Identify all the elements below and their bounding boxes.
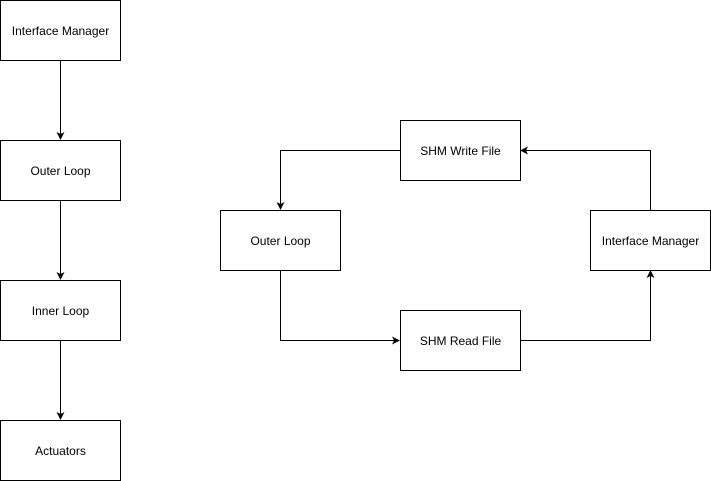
node-label: Interface Manager <box>11 23 110 38</box>
node-label: Interface Manager <box>601 233 700 248</box>
node-actuators-left[interactable]: Actuators <box>0 420 121 481</box>
node-label: SHM Read File <box>419 333 502 348</box>
edge-shm-read-to-interface <box>521 270 655 341</box>
node-label: SHM Write File <box>420 143 501 158</box>
edge-outer-to-shm-read <box>280 271 400 345</box>
node-outer-loop-right[interactable]: Outer Loop <box>220 210 341 271</box>
node-label: Outer Loop <box>30 163 91 178</box>
node-shm-read-file[interactable]: SHM Read File <box>400 310 521 371</box>
edge-shm-write-to-outer <box>276 150 400 210</box>
node-interface-manager-right[interactable]: Interface Manager <box>590 210 711 271</box>
node-interface-manager-left[interactable]: Interface Manager <box>0 0 121 61</box>
node-label: Actuators <box>35 443 86 458</box>
node-label: Outer Loop <box>250 233 311 248</box>
node-shm-write-file[interactable]: SHM Write File <box>400 120 521 181</box>
edge-interface-to-shm-write <box>520 146 651 210</box>
node-label: Inner Loop <box>31 303 90 318</box>
node-outer-loop-left[interactable]: Outer Loop <box>0 140 121 201</box>
node-inner-loop-left[interactable]: Inner Loop <box>0 280 121 341</box>
